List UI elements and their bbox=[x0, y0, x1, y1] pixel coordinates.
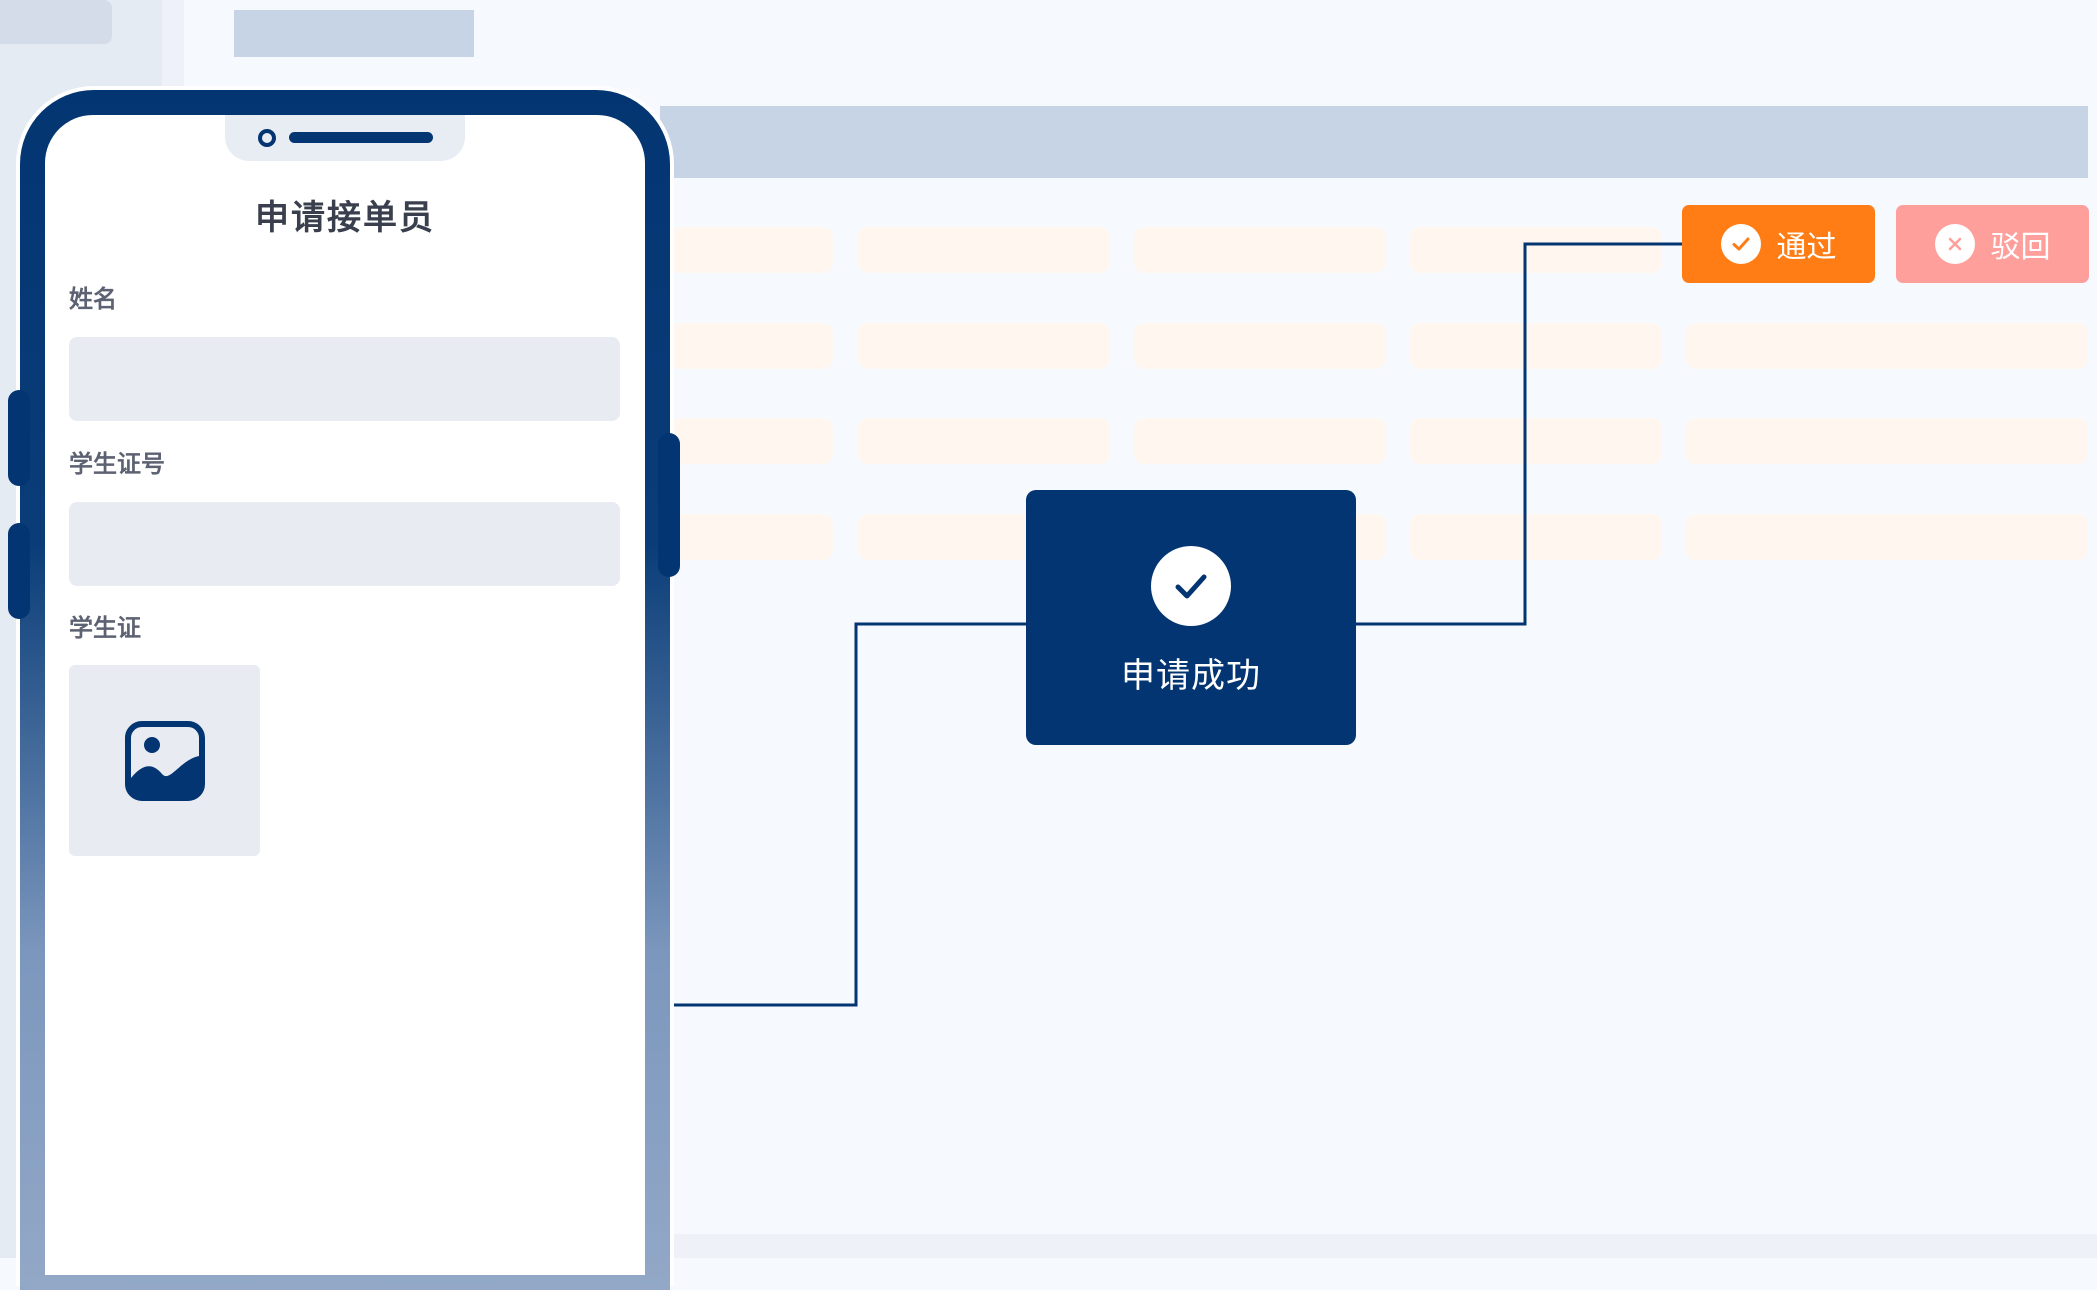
connector-card-to-approve bbox=[1356, 242, 1682, 626]
phone-notch bbox=[225, 115, 465, 161]
table-cell-placeholder bbox=[1410, 514, 1662, 560]
reject-button-label: 驳回 bbox=[1990, 230, 2051, 265]
table-cell-placeholder bbox=[1686, 323, 2088, 369]
phone-side-button bbox=[8, 390, 30, 486]
check-circle-icon bbox=[1720, 224, 1761, 264]
table-cell-placeholder bbox=[1410, 227, 1662, 273]
table-cell-placeholder bbox=[670, 323, 833, 369]
approve-button-label: 通过 bbox=[1776, 230, 1837, 265]
form-title: 申请接单员 bbox=[255, 198, 435, 238]
table-cell-placeholder bbox=[1410, 323, 1662, 369]
flow-connector-lines bbox=[660, 242, 1682, 1007]
table-header-placeholder bbox=[660, 106, 2088, 178]
reject-button[interactable]: 驳回 bbox=[1896, 205, 2089, 283]
name-input[interactable] bbox=[69, 337, 620, 421]
camera-icon bbox=[258, 129, 276, 147]
table-cell-placeholder bbox=[670, 514, 833, 560]
check-circle-icon bbox=[1151, 546, 1231, 626]
page-title-placeholder bbox=[234, 10, 474, 57]
table-cell-placeholder bbox=[1686, 514, 2088, 560]
connector-phone-to-card bbox=[660, 622, 1026, 1007]
phone-side-button bbox=[8, 523, 30, 619]
phone-screen: 申请接单员 姓名 学生证号 学生证 bbox=[45, 115, 645, 1275]
table-cell-placeholder bbox=[1134, 227, 1386, 273]
name-label: 姓名 bbox=[69, 285, 117, 313]
table-cell-placeholder bbox=[670, 418, 833, 464]
table-cell-placeholder bbox=[858, 418, 1110, 464]
table-cell-placeholder bbox=[1686, 418, 2088, 464]
content-bottom-bar bbox=[660, 1234, 2097, 1258]
table-cell-placeholder bbox=[1410, 418, 1662, 464]
table-cell-placeholder bbox=[858, 323, 1110, 369]
sidebar-item-placeholder bbox=[0, 0, 112, 44]
table-cell-placeholder bbox=[858, 227, 1110, 273]
success-message: 申请成功 bbox=[1121, 656, 1261, 696]
application-success-card: 申请成功 bbox=[1026, 490, 1356, 745]
image-icon bbox=[124, 720, 205, 801]
student-id-label: 学生证号 bbox=[69, 450, 165, 478]
table-cell-placeholder bbox=[670, 227, 833, 273]
table-cell-placeholder bbox=[1134, 323, 1386, 369]
student-id-input[interactable] bbox=[69, 502, 620, 586]
student-card-label: 学生证 bbox=[69, 614, 141, 642]
phone-side-button bbox=[658, 433, 680, 577]
approve-button[interactable]: 通过 bbox=[1682, 205, 1875, 283]
student-card-upload[interactable] bbox=[69, 665, 260, 856]
speaker-bar bbox=[289, 132, 433, 143]
x-circle-icon bbox=[1934, 224, 1975, 264]
table-cell-placeholder bbox=[1134, 418, 1386, 464]
